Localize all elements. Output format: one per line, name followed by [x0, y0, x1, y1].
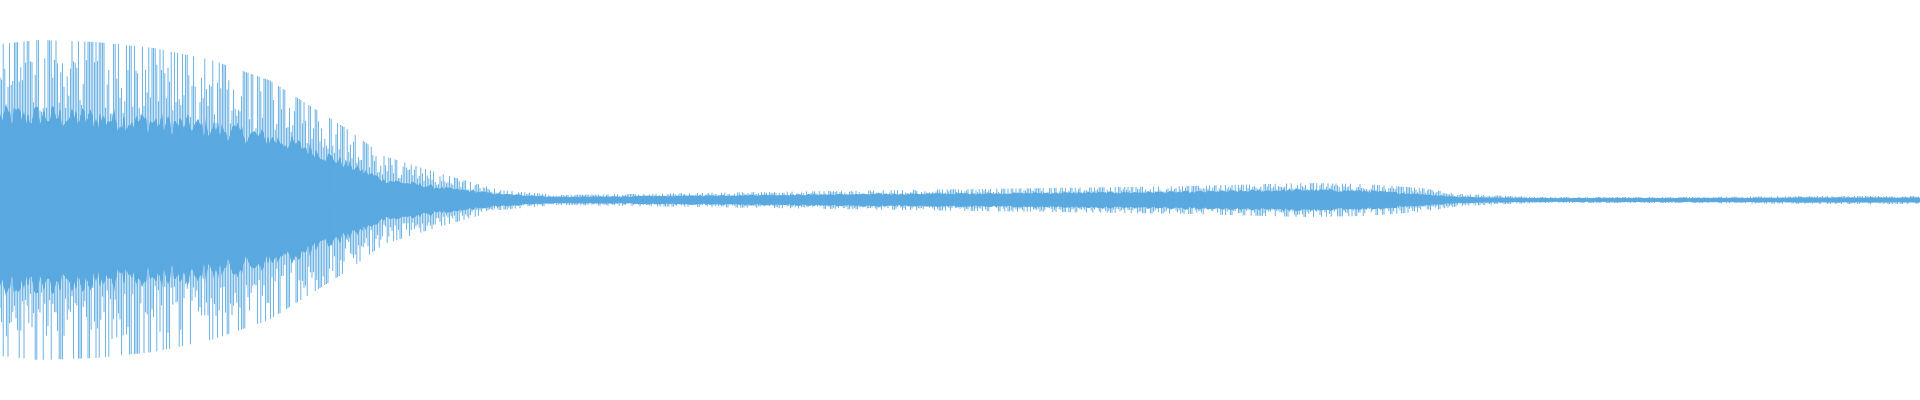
waveform-strokes [0, 40, 1920, 360]
